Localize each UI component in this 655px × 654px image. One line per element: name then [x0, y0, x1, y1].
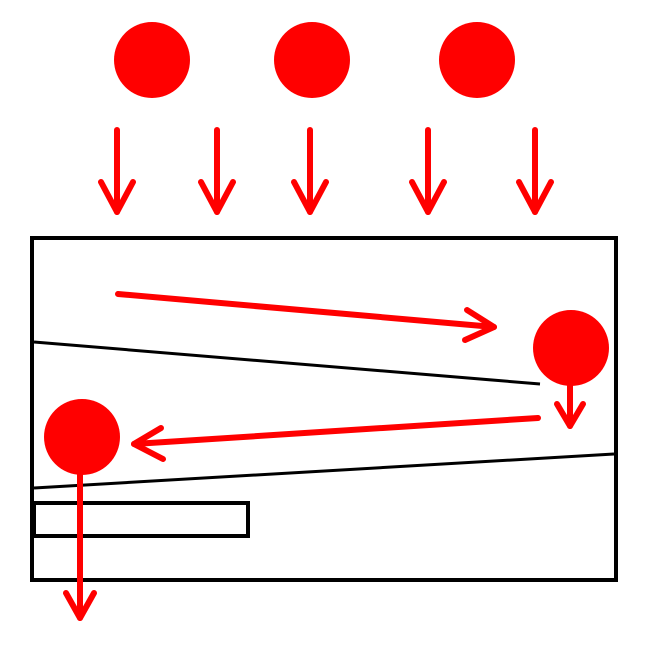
- exit-down-arrow: [63, 459, 97, 621]
- down-arrow-5: [516, 127, 554, 215]
- particle-at-left: [44, 399, 120, 475]
- lower-deflector-line: [33, 452, 615, 490]
- incoming-particle-3: [439, 22, 515, 98]
- leftward-arrow: [131, 415, 541, 462]
- down-arrow-2: [198, 127, 236, 215]
- upper-deflector-line: [33, 340, 541, 386]
- particle-path-arrows: [63, 291, 586, 621]
- particle-at-right: [533, 310, 609, 386]
- rightward-arrow: [115, 291, 497, 343]
- incoming-particles: [114, 22, 515, 98]
- down-arrow-3: [291, 127, 329, 215]
- down-arrow-4: [409, 127, 447, 215]
- outlet-slot: [32, 501, 250, 538]
- small-drop-arrow: [554, 377, 586, 429]
- incoming-particle-2: [274, 22, 350, 98]
- incoming-arrows: [98, 127, 554, 215]
- down-arrow-1: [98, 127, 136, 215]
- container-box: [30, 236, 618, 582]
- inner-particles: [44, 310, 609, 475]
- incoming-particle-1: [114, 22, 190, 98]
